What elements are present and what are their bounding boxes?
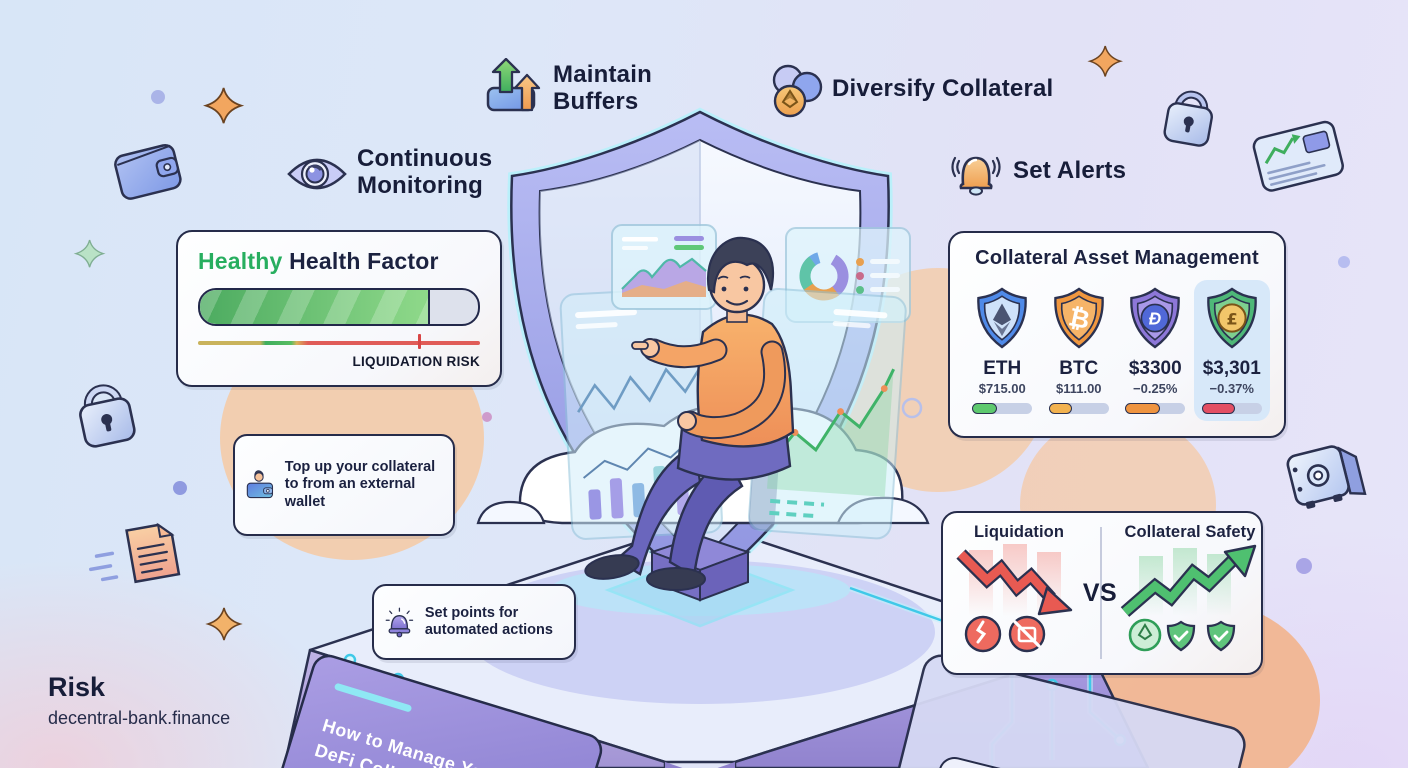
asset-eth: ETH $715.00: [964, 280, 1041, 421]
continuous-monitoring-label: Continuous Monitoring: [357, 145, 493, 199]
liquidation-half: Liquidation: [955, 523, 1083, 663]
svg-text:£: £: [1226, 309, 1237, 328]
asset-bar: [1125, 403, 1186, 414]
asset-value: $111.00: [1055, 381, 1102, 396]
asset-dash: Đ $3300 −0.25%: [1117, 280, 1194, 421]
asset-btc: ₿ BTC $111.00: [1041, 280, 1118, 421]
vs-label: VS: [1082, 578, 1118, 607]
sparkle-icon: [203, 87, 245, 124]
padlock-icon: [1163, 90, 1213, 147]
liquidation-arrow-icon: [956, 544, 1073, 653]
svg-text:Đ: Đ: [1149, 308, 1161, 328]
automation-card-text: Set points for automated actions: [424, 604, 553, 638]
topup-card: Top up your collateral to from an extern…: [233, 434, 455, 536]
panel-area-chart: [611, 224, 717, 310]
assets-row: ETH $715.00 ₿ BTC $111.00 Đ $3300 −0.25%: [964, 280, 1270, 421]
health-card-title: Healthy Health Factor: [198, 248, 480, 275]
asset-bar-fill: [1048, 403, 1072, 414]
dot-decoration: [151, 90, 165, 104]
asset-bar: [1201, 403, 1262, 414]
health-factor-card: Healthy Health Factor LIQUIDATION RISK: [176, 230, 502, 387]
liquidation-tick: [417, 334, 422, 349]
btc-shield-icon: ₿: [1053, 287, 1104, 349]
person: [584, 236, 795, 591]
maintain-buffers-icon: [486, 58, 541, 112]
diversify-collateral-icon: [772, 64, 823, 118]
liquidation-vs-safety-card: Liquidation VS Collateral Safety: [941, 511, 1263, 675]
health-factor-bar-fill: [200, 290, 430, 324]
asset-symbol: ETH: [983, 358, 1022, 379]
asset-bar-fill: [1201, 403, 1235, 414]
alarm-bell-icon: [385, 607, 414, 638]
liquidation-title: Liquidation: [974, 523, 1064, 541]
asset-symbol: $3300: [1128, 358, 1182, 379]
asset-symbol: $3,301: [1202, 358, 1261, 379]
donut-legend: [856, 258, 900, 294]
ring-decoration: [901, 397, 923, 419]
diversify-collateral-label: Diversify Collateral: [832, 75, 1054, 102]
asset-bar-fill: [1125, 403, 1161, 414]
dot-decoration: [482, 412, 492, 422]
health-status-text: Healthy: [198, 248, 283, 274]
collateral-assets-card: Collateral Asset Management ETH $715.00 …: [948, 231, 1286, 438]
asset-bar-fill: [972, 403, 998, 414]
dot-decoration: [1338, 256, 1350, 268]
assets-card-title: Collateral Asset Management: [975, 247, 1259, 269]
health-title-rest: Health Factor: [282, 248, 439, 274]
wallet-person-icon: [246, 470, 274, 499]
asset-value: −0.37%: [1209, 381, 1254, 396]
brand-title: Risk: [48, 672, 106, 702]
automation-card: Set points for automated actions: [372, 584, 576, 660]
flying-document-icon: [89, 522, 181, 584]
wallet-icon: [114, 143, 182, 200]
collateral-safety-half: Collateral Safety: [1117, 523, 1263, 663]
safety-arrow-icon: [1120, 544, 1257, 652]
brand-domain: decentral-bank.finance: [48, 708, 231, 728]
sparkle-icon: [73, 239, 106, 268]
asset-value: −0.25%: [1133, 381, 1178, 396]
asset-coin-highlighted: £ $3,301 −0.37%: [1193, 280, 1270, 421]
eth-shield-icon: [977, 287, 1028, 349]
asset-value: $715.00: [978, 381, 1026, 396]
set-alerts-icon: [951, 156, 1001, 196]
liquidation-risk-label: LIQUIDATION RISK: [352, 354, 480, 369]
chart-card-icon: [1252, 120, 1344, 192]
set-alerts-label: Set Alerts: [1013, 157, 1127, 184]
maintain-buffers-label: Maintain Buffers: [553, 61, 652, 115]
safe-icon: [1286, 445, 1367, 509]
health-factor-bar: [198, 288, 480, 326]
asset-bar: [972, 403, 1033, 414]
vs-divider: VS: [1083, 523, 1117, 663]
asset-symbol: BTC: [1059, 358, 1099, 379]
dash-shield-icon: Đ: [1130, 287, 1181, 349]
continuous-monitoring-icon: [287, 158, 347, 190]
collateral-safety-title: Collateral Safety: [1124, 523, 1256, 541]
side-panel-screen: [888, 654, 1246, 768]
asset-bar: [1048, 403, 1109, 414]
dot-decoration: [173, 481, 187, 495]
padlock-icon: [79, 384, 136, 448]
topup-card-text: Top up your collateral to from an extern…: [284, 458, 436, 510]
coin-shield-icon: £: [1206, 287, 1257, 349]
sparkle-icon: [1087, 45, 1123, 77]
liquidation-scale: [198, 334, 480, 349]
dot-decoration: [1296, 558, 1312, 574]
sparkle-icon: [205, 607, 243, 641]
